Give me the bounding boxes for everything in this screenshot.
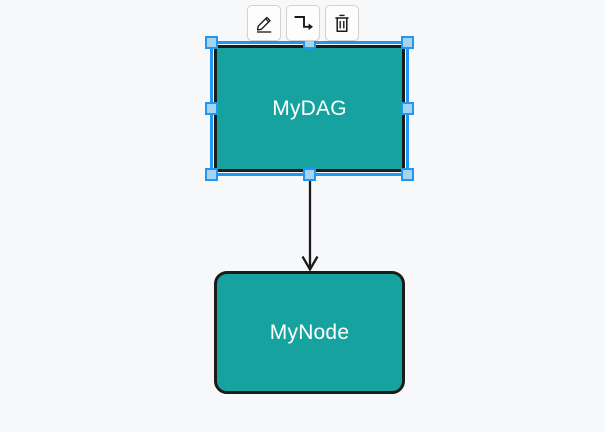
graph-node-mynode[interactable]: MyNode	[214, 271, 405, 394]
edit-button[interactable]	[247, 5, 281, 41]
node-label: MyNode	[269, 321, 350, 344]
graph-node-mydag[interactable]: MyDAG	[214, 45, 405, 172]
resize-handle-e[interactable]	[401, 102, 414, 115]
trash-icon	[332, 13, 352, 34]
resize-handle-w[interactable]	[205, 102, 218, 115]
elbow-connector-icon	[292, 13, 314, 34]
delete-button[interactable]	[325, 5, 359, 41]
resize-handle-sw[interactable]	[205, 168, 218, 181]
resize-handle-ne[interactable]	[401, 36, 414, 49]
pencil-icon	[254, 13, 275, 34]
edge-mydag-to-mynode[interactable]	[301, 177, 319, 272]
resize-handle-se[interactable]	[401, 168, 414, 181]
node-label: MyDAG	[272, 97, 347, 120]
node-toolbar	[247, 5, 359, 41]
resize-handle-s[interactable]	[303, 168, 316, 181]
add-edge-button[interactable]	[286, 5, 320, 41]
arrowhead-icon	[301, 255, 319, 272]
resize-handle-nw[interactable]	[205, 36, 218, 49]
